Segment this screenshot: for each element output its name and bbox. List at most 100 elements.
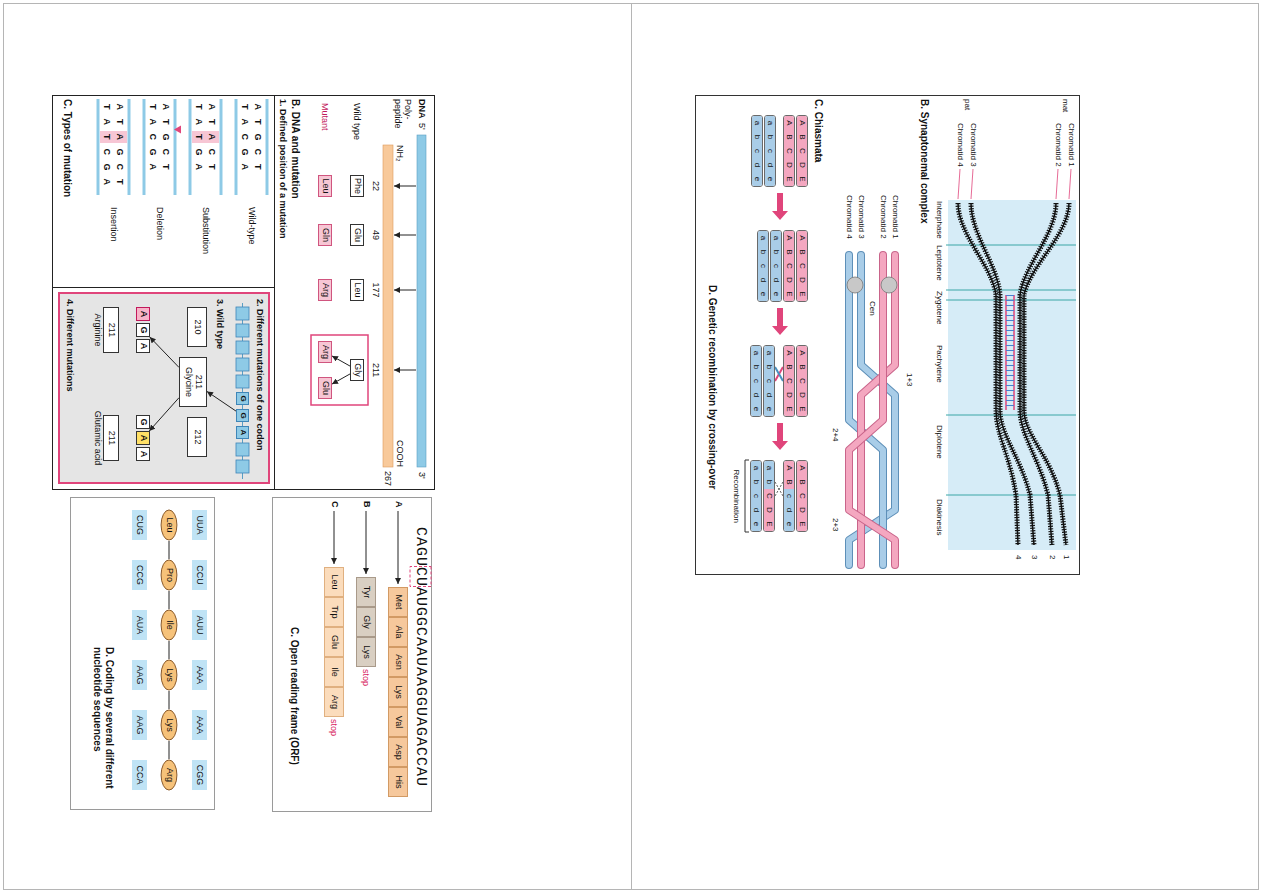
chromatid-bar: abCDE <box>763 460 775 532</box>
orf-codon-cell: Leu <box>324 567 344 597</box>
orf-codon-cell: Glu <box>324 627 344 657</box>
amino-acid-box: 211Glutamic acid <box>103 415 119 461</box>
chromatid-strand <box>1020 203 1056 545</box>
gene-letter: C <box>797 144 807 158</box>
node-text: 211 <box>106 431 116 445</box>
meiosis-figure <box>696 96 1080 575</box>
figure-panel: PheGluLeuGlyLeuGlnArgArgGluGGA210211Glyc… <box>52 95 435 490</box>
stage-divider <box>946 245 1076 246</box>
base-letter: T <box>194 104 204 110</box>
gene-letter: B <box>784 360 794 374</box>
crossover-mark <box>775 367 783 496</box>
label-text: C <box>330 501 340 508</box>
stage-label: Leptotene <box>935 245 944 281</box>
node-text: AUA <box>135 616 145 635</box>
base-letter: A <box>148 164 158 171</box>
label-text: Recombination <box>732 470 741 523</box>
chromatid-bar: abcde <box>770 230 782 302</box>
gene-letter: d <box>752 158 762 172</box>
panel-title: C. Chiasmata <box>813 99 825 162</box>
node-text: His <box>393 776 403 789</box>
gene-letter: A <box>797 116 807 130</box>
label-text: Cen <box>868 301 877 316</box>
amino-acid-oval: Ile <box>160 609 178 641</box>
connector <box>169 691 170 709</box>
chromatid-bar: ABCDE <box>783 230 795 302</box>
node-text: Met <box>393 594 403 609</box>
node-text: Pro <box>164 568 174 582</box>
gene-letter: E <box>764 517 774 531</box>
stage-label: Zygotene <box>935 291 944 324</box>
connector <box>169 741 170 759</box>
gene-letter: C <box>797 489 807 503</box>
base-letter: G <box>253 134 263 141</box>
figure-panel: ABCDEABCDEabcdeabcdeABCDEABCDEabcdeabcde… <box>695 95 1080 575</box>
node-text: Arginine <box>92 313 102 346</box>
gene-letter: e <box>764 402 774 416</box>
base-letter: A <box>115 134 125 141</box>
orf-codon-cell: Asn <box>388 647 408 677</box>
codon-position-box: 211Glycine <box>179 357 207 407</box>
label-text: 2+3 <box>831 518 840 532</box>
amino-acid-box: Glu <box>350 224 364 246</box>
chromatid-bar: abcde <box>764 115 776 187</box>
codon-box: UUA <box>192 510 207 540</box>
codon-box: AAG <box>132 660 147 690</box>
node-text: 210 <box>192 319 202 334</box>
node-text: Asp <box>393 744 403 760</box>
base-letter: C <box>253 149 263 156</box>
gene-letter: A <box>797 461 807 475</box>
node-text: AAA <box>195 716 205 734</box>
frame-arrow <box>366 511 367 574</box>
gene-letter: a <box>751 346 761 360</box>
base-letter: A <box>115 104 125 111</box>
node-text: Arg <box>320 345 330 359</box>
orf-codon-cell: Arg <box>324 687 344 717</box>
label-text: A <box>394 501 404 508</box>
chromatid-strand <box>958 203 1018 545</box>
panel-title: 1. Defined position of a mutation <box>278 99 288 239</box>
label-text: Chromatid 2 <box>1054 123 1063 167</box>
recombination-bracket <box>745 460 749 532</box>
gene-letter: b <box>764 360 774 374</box>
base-letter: T <box>115 179 125 185</box>
gene-letter: D <box>797 388 807 402</box>
amino-acid-oval: Lys <box>160 659 178 691</box>
codon-box: CGG <box>192 760 207 790</box>
codon-box: AAG <box>132 710 147 740</box>
base-letter: A <box>207 134 217 141</box>
node-text: Gly <box>361 615 371 629</box>
orf-codon-cell: Tyr <box>356 577 376 607</box>
recombination-bracket <box>745 460 749 532</box>
label-text: DNA <box>417 99 427 119</box>
centromere <box>847 277 897 293</box>
gene-letter: C <box>784 259 794 273</box>
oval-outline <box>161 560 177 590</box>
chromatid-strand <box>971 203 1034 545</box>
node-text: Arg <box>329 695 339 709</box>
dna-base-square: G <box>236 392 249 405</box>
gene-letter: B <box>784 130 794 144</box>
base-letter: T <box>161 164 171 170</box>
gene-letter: e <box>752 172 762 186</box>
node-text: G <box>238 412 247 418</box>
gene-letter: b <box>764 475 774 489</box>
dna-double-strand <box>266 99 269 195</box>
label-text: 49 <box>371 230 381 240</box>
node-text: Leu <box>164 517 174 532</box>
mutant-amino-acid-box: Leu <box>318 175 332 197</box>
gene-letter: c <box>771 259 781 273</box>
node-text: Trp <box>329 605 339 618</box>
node-text: A <box>138 311 148 318</box>
position-arrow <box>394 235 416 236</box>
deletion-marker <box>174 126 181 134</box>
label-text: stop <box>329 719 339 736</box>
orf-codon-cell: Val <box>388 707 408 737</box>
node-text: CCA <box>135 765 145 784</box>
dna-double-strand <box>189 99 192 195</box>
base-letter: T <box>115 119 125 125</box>
node-text: Arg <box>320 283 330 297</box>
synaptonemal-ladder <box>1005 295 1007 410</box>
chromatid-bar: ABCDE <box>796 230 808 302</box>
stage-label: Diplotene <box>935 425 944 459</box>
